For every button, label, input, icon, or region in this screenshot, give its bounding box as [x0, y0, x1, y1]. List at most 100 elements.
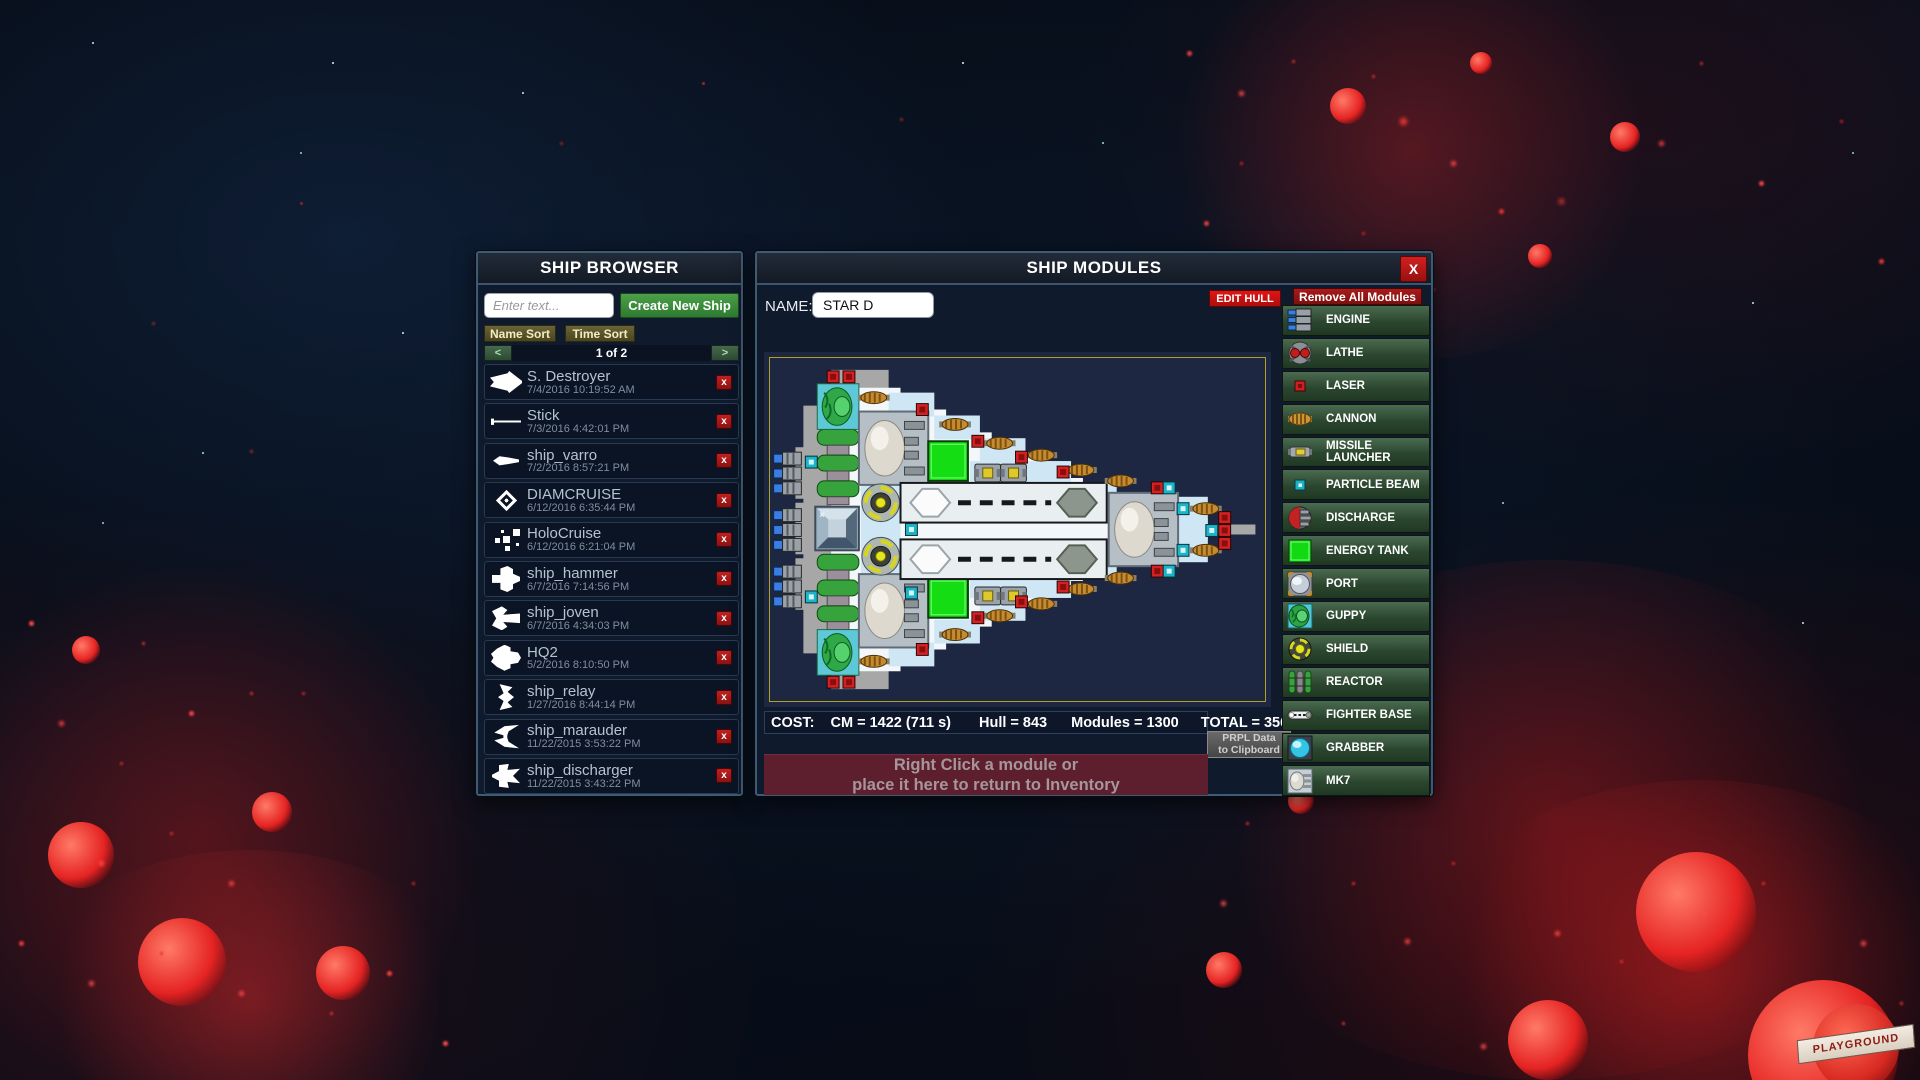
delete-ship-button[interactable]: x [716, 768, 732, 784]
cost-modules: Modules = 1300 [1071, 714, 1179, 731]
ship-list-item[interactable]: DIAMCRUISE 6/12/2016 6:35:44 PM x [484, 482, 739, 519]
ship-name: DIAMCRUISE [527, 486, 622, 504]
ship-list-item[interactable]: S. Destroyer 7/4/2016 10:19:52 AM x [484, 364, 739, 400]
prev-page-button[interactable]: < [484, 345, 512, 361]
ship-thumbnail-icon [485, 644, 527, 671]
module-item-grabber[interactable]: GRABBER [1282, 732, 1430, 764]
ship-browser-panel: SHIP BROWSER Create New Ship Name Sort T… [476, 251, 743, 796]
delete-ship-button[interactable]: x [716, 492, 732, 508]
module-item-engine[interactable]: ENGINE [1282, 305, 1430, 336]
engine-icon [1286, 307, 1313, 334]
ship-timestamp: 7/2/2016 8:57:21 PM [527, 462, 630, 475]
ship-list-item[interactable]: HoloCruise 6/12/2016 6:21:04 PM x [484, 521, 739, 558]
ship-thumbnail-icon [485, 489, 527, 511]
ship-name: HQ2 [527, 643, 558, 661]
ship-thumbnail-icon [485, 565, 527, 592]
discharge-icon [1286, 504, 1313, 531]
module-item-particle-beam[interactable]: PARTICLE BEAM [1282, 469, 1430, 501]
ship-list-item[interactable]: HQ2 5/2/2016 8:10:50 PM x [484, 639, 739, 676]
module-item-shield[interactable]: SHIELD [1282, 633, 1430, 665]
port-module[interactable] [814, 505, 860, 552]
module-label: MK7 [1326, 774, 1351, 787]
ship-list-item[interactable]: ship_marauder 11/22/2015 3:53:22 PM x [484, 718, 739, 755]
red-star [1528, 244, 1552, 268]
name-sort-button[interactable]: Name Sort [484, 325, 556, 342]
edit-hull-button[interactable]: EDIT HULL [1209, 290, 1281, 307]
delete-ship-button[interactable]: x [716, 413, 732, 429]
engine-modules[interactable] [772, 451, 803, 609]
ship-list-item[interactable]: Stick 7/3/2016 4:42:01 PM x [484, 403, 739, 440]
ship-browser-title: SHIP BROWSER [478, 253, 741, 285]
module-label: PORT [1326, 577, 1358, 590]
name-label: NAME: [765, 298, 813, 315]
module-item-missile-launcher[interactable]: MISSILE LAUNCHER [1282, 436, 1430, 468]
red-star [1206, 952, 1242, 988]
ship-thumbnail-icon [485, 454, 527, 467]
time-sort-button[interactable]: Time Sort [565, 325, 635, 342]
cost-cm: CM = 1422 (711 s) [830, 714, 952, 731]
design-area-border [769, 357, 1266, 702]
module-inventory-list: ENGINE LATHE LASER CANNON [1282, 305, 1430, 797]
delete-ship-button[interactable]: x [716, 374, 732, 390]
module-item-mk7[interactable]: MK7 [1282, 765, 1430, 797]
red-star [316, 946, 370, 1000]
cost-total: TOTAL = 3565 [1200, 714, 1297, 731]
ship-list-item[interactable]: ship_hammer 6/7/2016 7:14:56 PM x [484, 560, 739, 597]
red-star [1470, 52, 1492, 74]
ship-name: Stick [527, 407, 560, 425]
delete-ship-button[interactable]: x [716, 729, 732, 745]
fighter-base-icon [1286, 702, 1313, 729]
module-item-guppy[interactable]: GUPPY [1282, 601, 1430, 632]
ship-design [772, 369, 1256, 690]
module-item-laser[interactable]: LASER [1282, 370, 1430, 402]
module-item-energy-tank[interactable]: ENERGY TANK [1282, 535, 1430, 567]
module-label: SHIELD [1326, 643, 1369, 656]
prpl-data-clipboard-button[interactable]: PRPL Data to Clipboard [1207, 731, 1291, 758]
ship-name: ship_marauder [527, 722, 628, 740]
grabber-icon [1286, 735, 1313, 762]
module-item-reactor[interactable]: REACTOR [1282, 666, 1430, 698]
module-item-discharge[interactable]: DISCHARGE [1282, 502, 1430, 534]
ship-design-canvas[interactable] [764, 352, 1271, 707]
module-item-lathe[interactable]: LATHE [1282, 337, 1430, 369]
ship-timestamp: 6/12/2016 6:35:44 PM [527, 501, 636, 514]
module-item-cannon[interactable]: CANNON [1282, 403, 1430, 435]
cost-bar: COST: CM = 1422 (711 s) Hull = 843 Modul… [764, 711, 1296, 734]
ship-timestamp: 5/2/2016 8:10:50 PM [527, 659, 630, 672]
ship-timestamp: 6/12/2016 6:21:04 PM [527, 541, 636, 554]
delete-ship-button[interactable]: x [716, 689, 732, 705]
module-label: REACTOR [1326, 676, 1383, 689]
ship-name: ship_relay [527, 682, 596, 700]
module-label: PARTICLE BEAM [1326, 478, 1420, 491]
create-new-ship-button[interactable]: Create New Ship [620, 293, 739, 318]
remove-all-modules-button[interactable]: Remove All Modules [1293, 288, 1422, 305]
cost-prefix: COST: [771, 714, 815, 731]
ship-name-input[interactable] [812, 292, 934, 318]
delete-ship-button[interactable]: x [716, 650, 732, 666]
ship-list-item[interactable]: ship_discharger 11/22/2015 3:43:22 PM x [484, 757, 739, 794]
return-to-inventory-dropzone[interactable]: Right Click a module or place it here to… [764, 754, 1208, 795]
delete-ship-button[interactable]: x [716, 571, 732, 587]
ship-thumbnail-icon [485, 606, 527, 631]
delete-ship-button[interactable]: x [716, 532, 732, 548]
red-star [1636, 852, 1756, 972]
search-input[interactable] [484, 293, 614, 318]
ship-list-item[interactable]: ship_joven 6/7/2016 4:34:03 PM x [484, 600, 739, 637]
ship-name: ship_joven [527, 604, 599, 622]
module-item-fighter-base[interactable]: FIGHTER BASE [1282, 699, 1430, 731]
ship-list-item[interactable]: ship_relay 1/27/2016 8:44:14 PM x [484, 679, 739, 716]
module-item-port[interactable]: PORT [1282, 568, 1430, 600]
port-icon [1286, 570, 1313, 597]
ship-list-item[interactable]: ship_varro 7/2/2016 8:57:21 PM x [484, 442, 739, 479]
ship-name: HoloCruise [527, 525, 602, 543]
delete-ship-button[interactable]: x [716, 453, 732, 469]
star-field [0, 0, 2, 2]
ship-list: S. Destroyer 7/4/2016 10:19:52 AM x Stic… [484, 364, 739, 797]
next-page-button[interactable]: > [711, 345, 739, 361]
close-button[interactable]: X [1400, 256, 1427, 282]
cost-hull: Hull = 843 [979, 714, 1048, 731]
red-star [138, 918, 226, 1006]
module-label: MISSILE LAUNCHER [1326, 440, 1391, 464]
playground-watermark: PLAYGROUND [1795, 1002, 1920, 1080]
delete-ship-button[interactable]: x [716, 610, 732, 626]
